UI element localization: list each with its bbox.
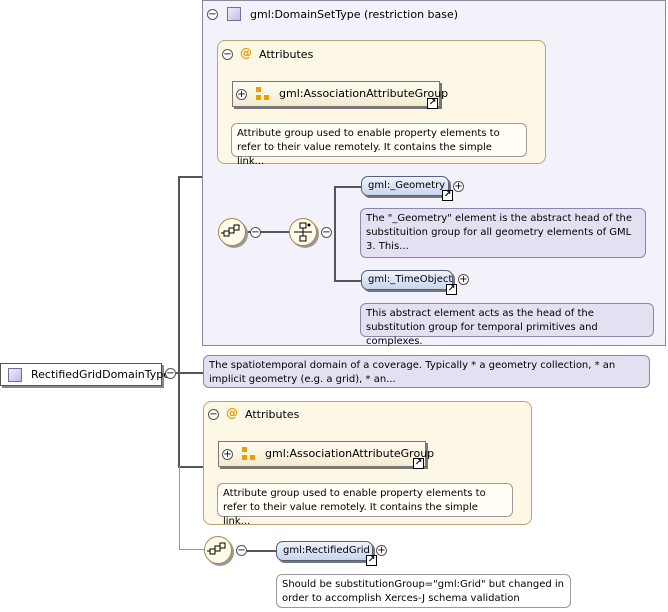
element-geometry[interactable]: gml:_Geometry <box>361 176 449 196</box>
element-rectified-grid[interactable]: gml:RectifiedGrid <box>276 541 373 561</box>
attributes-icon: @ <box>226 406 238 420</box>
element-rectified-grid-link-icon[interactable]: ↗ <box>366 555 377 566</box>
element-timeobject[interactable]: gml:_TimeObject <box>361 270 453 290</box>
sequence-compositor-2[interactable] <box>204 536 232 564</box>
complex-type-icon <box>227 7 241 21</box>
choice-branch-geometry <box>334 186 362 188</box>
root-label: RectifiedGridDomainType <box>31 368 171 381</box>
base-label: gml:DomainSetType (restriction base) <box>250 8 459 21</box>
tree-branch-bottom <box>178 466 218 468</box>
seq-connector-a <box>246 231 290 233</box>
choice-collapse-toggle[interactable]: − <box>321 227 332 238</box>
attribute-group-1-link-icon[interactable]: ↗ <box>427 98 438 109</box>
element-rectified-grid-label: gml:RectifiedGrid <box>283 545 370 556</box>
element-geometry-link-icon[interactable]: ↗ <box>442 190 453 201</box>
sequence-2-collapse-toggle[interactable]: − <box>236 545 247 556</box>
element-timeobject-doc: This abstract element acts as the head o… <box>360 303 654 347</box>
attribute-group-icon <box>256 87 269 100</box>
attribute-group-2-doc: Attribute group used to enable property … <box>217 483 513 527</box>
attribute-group-2-expand[interactable]: + <box>222 449 233 460</box>
attributes-1-title: Attributes <box>259 48 314 61</box>
sequence-compositor-1[interactable] <box>218 218 246 246</box>
complex-type-icon <box>8 368 22 382</box>
tree-branch-top <box>178 176 204 178</box>
root-element[interactable]: RectifiedGridDomainType <box>0 363 170 386</box>
element-geometry-expand[interactable]: + <box>453 181 464 192</box>
root-collapse-toggle[interactable]: − <box>165 368 176 379</box>
sequence-1-collapse-toggle[interactable]: − <box>250 227 261 238</box>
attribute-group-2[interactable]: gml:AssociationAttributeGroup <box>218 441 434 467</box>
element-timeobject-link-icon[interactable]: ↗ <box>446 284 457 295</box>
element-geometry-label: gml:_Geometry <box>368 180 446 191</box>
attribute-group-2-link-icon[interactable]: ↗ <box>413 458 424 469</box>
domainset-doc: The spatiotemporal domain of a coverage.… <box>203 355 650 388</box>
attribute-group-2-label: gml:AssociationAttributeGroup <box>265 447 435 460</box>
tree-branch-optional <box>179 549 205 550</box>
element-rectified-grid-doc: Should be substitutionGroup="gml:Grid" b… <box>276 574 571 608</box>
choice-compositor[interactable] <box>289 218 317 246</box>
sequence-icon <box>221 224 240 237</box>
element-timeobject-expand[interactable]: + <box>458 274 469 285</box>
attributes-2-collapse-toggle[interactable]: − <box>208 409 219 420</box>
attribute-group-1-label: gml:AssociationAttributeGroup <box>279 87 449 100</box>
element-timeobject-label: gml:_TimeObject <box>368 274 453 285</box>
element-geometry-doc: The "_Geometry" element is the abstract … <box>360 208 646 258</box>
choice-trunk <box>334 186 336 282</box>
attribute-group-1-doc: Attribute group used to enable property … <box>231 123 527 167</box>
tree-trunk-optional <box>179 466 180 550</box>
choice-branch-timeobject <box>334 280 362 282</box>
sequence-icon <box>207 542 226 555</box>
root-connector <box>176 372 204 374</box>
attributes-1-collapse-toggle[interactable]: − <box>222 49 233 60</box>
attributes-2-title: Attributes <box>245 408 300 421</box>
attribute-group-1-expand[interactable]: + <box>236 89 247 100</box>
grid-connector <box>247 550 277 552</box>
attribute-group-icon <box>242 447 255 460</box>
choice-icon <box>294 222 312 242</box>
element-rectified-grid-expand[interactable]: + <box>376 545 387 556</box>
attribute-group-1[interactable]: gml:AssociationAttributeGroup <box>232 81 448 107</box>
base-collapse-toggle[interactable]: − <box>207 9 218 20</box>
attributes-icon: @ <box>240 46 252 60</box>
tree-trunk <box>178 176 180 467</box>
